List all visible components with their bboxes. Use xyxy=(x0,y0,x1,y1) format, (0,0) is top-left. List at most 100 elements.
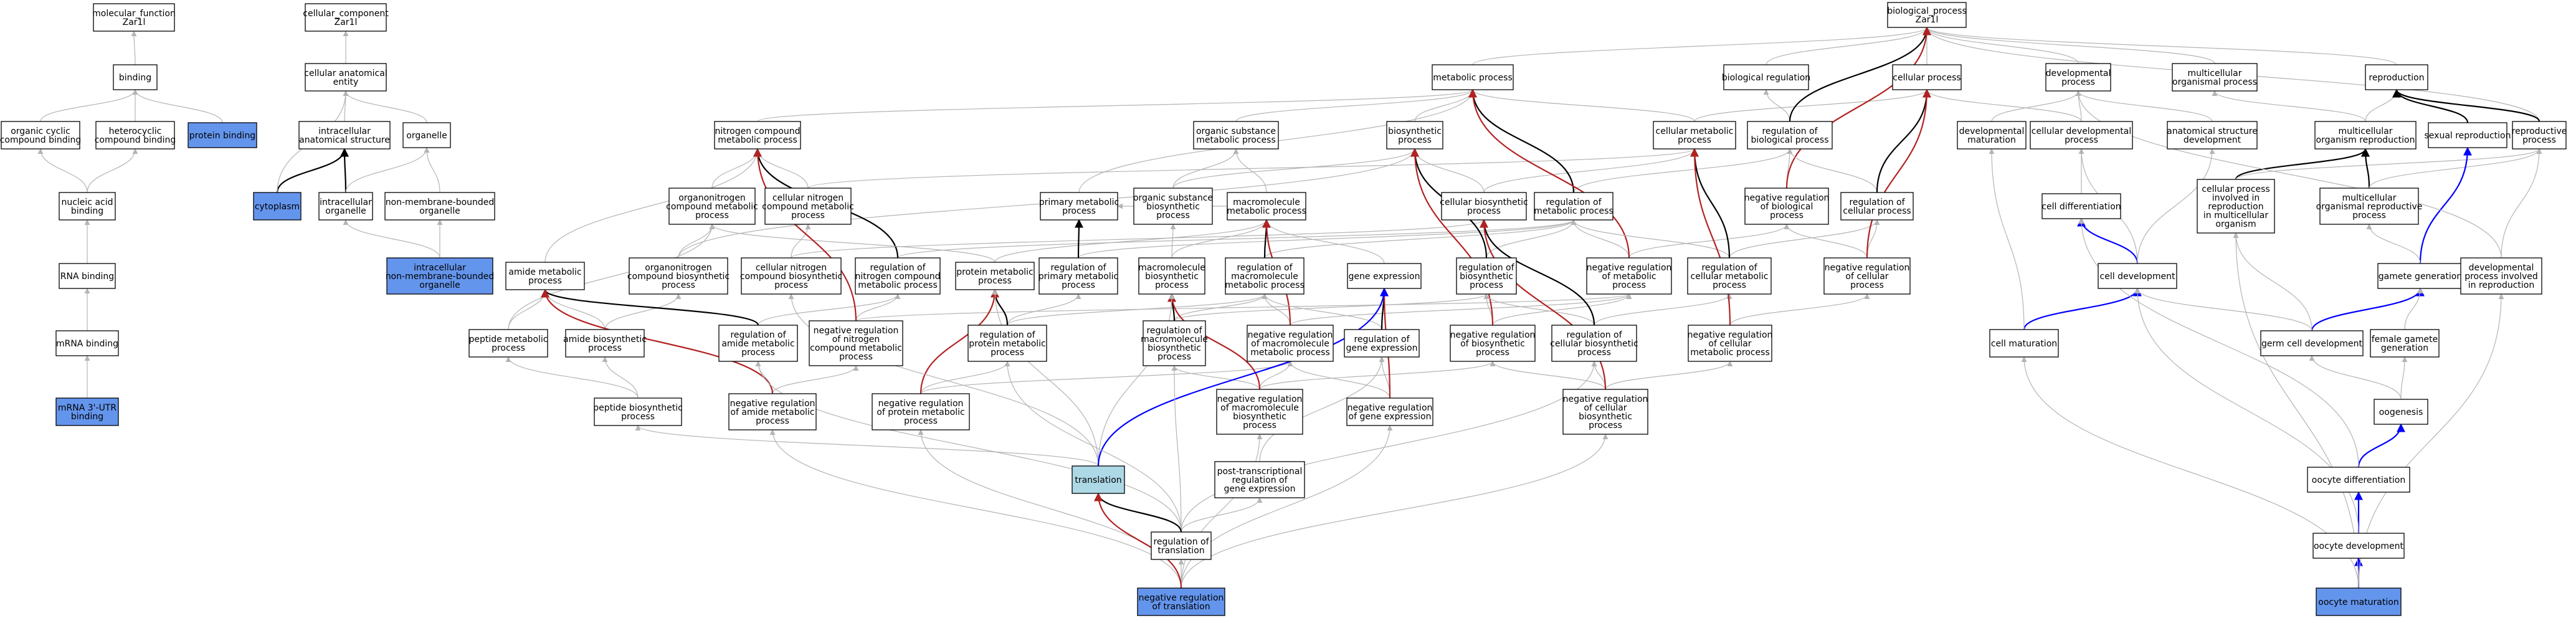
node-translation[interactable]: translation xyxy=(1072,465,1125,494)
node-intracellular-non-membrane-bounded-organelle[interactable]: intracellularnon-membrane-boundedorganel… xyxy=(386,257,495,295)
node-oocyte-differentiation[interactable]: oocyte differentiation xyxy=(2307,467,2410,493)
node-reproduction[interactable]: reproduction xyxy=(2365,64,2428,90)
node-label-line: binding xyxy=(71,412,103,422)
node-cytoplasm[interactable]: cytoplasm xyxy=(253,192,302,221)
edge-is-a-metabolic-process-to-biological-process xyxy=(1472,27,1930,65)
node-oocyte-development[interactable]: oocyte development xyxy=(2312,533,2405,559)
node-protein-binding[interactable]: protein binding xyxy=(188,122,257,148)
node-sexual-reproduction[interactable]: sexual reproduction xyxy=(2425,122,2511,148)
node-box xyxy=(728,393,817,430)
node-gene-expression[interactable]: gene expression xyxy=(1347,263,1422,289)
node-metabolic-process[interactable]: metabolic process xyxy=(1432,64,1514,90)
edge-part-of-regulation-of-cellular-biosynthetic-process-to-cellular-biosynthetic-process xyxy=(1480,219,1595,326)
node-cell-maturation[interactable]: cell maturation xyxy=(1989,329,2059,358)
node-oocyte-maturation[interactable]: oocyte maturation xyxy=(2316,587,2402,616)
node-regulation-of-macromolecule-biosynthetic-process[interactable]: regulation ofmacromoleculebiosyntheticpr… xyxy=(1141,320,1208,366)
node-biological-regulation[interactable]: biological regulation xyxy=(1722,64,1810,90)
node-rna-binding[interactable]: RNA binding xyxy=(59,263,116,289)
node-cellular-process[interactable]: cellular process xyxy=(1892,64,1962,90)
edge-is-a-regulation-of-translation-to-regulation-of-macromolecule-biosynthetic-process xyxy=(1171,365,1182,533)
node-label-line: female gamete xyxy=(2372,335,2438,345)
edge-is-a-negative-regulation-of-amide-metabolic-process-to-negative-regulation-of-nitrogen-compound-metabolic-process xyxy=(772,365,859,394)
node-gamete-generation[interactable]: gamete generation xyxy=(2377,263,2463,289)
node-oogenesis[interactable]: oogenesis xyxy=(2374,399,2428,425)
node-label-line: primary metabolic xyxy=(1038,272,1119,282)
node-germ-cell-development[interactable]: germ cell development xyxy=(2260,330,2364,356)
node-organelle[interactable]: organelle xyxy=(402,122,451,148)
node-binding[interactable]: binding xyxy=(113,64,158,90)
node-cell-differentiation[interactable]: cell differentiation xyxy=(2041,193,2121,219)
node-cell-development[interactable]: cell development xyxy=(2098,263,2177,289)
node-label-line: sexual reproduction xyxy=(2425,131,2511,141)
node-mrna-binding[interactable]: mRNA binding xyxy=(55,330,119,356)
